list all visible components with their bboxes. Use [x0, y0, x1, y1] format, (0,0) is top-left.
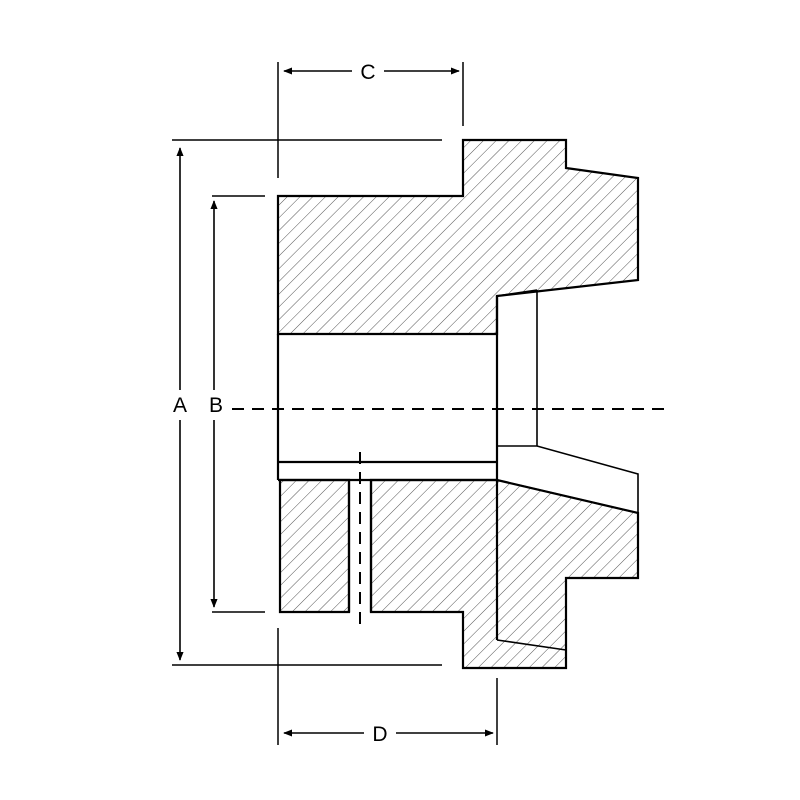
lower-hub-left-block — [278, 478, 351, 614]
dimension-c-label: C — [360, 61, 375, 84]
dimension-b-label: B — [209, 394, 223, 417]
dimension-d-label: D — [372, 723, 387, 746]
dimension-a-label: A — [173, 394, 187, 417]
bore-step-upper-cap — [496, 289, 538, 297]
lower-hub-right-section — [369, 478, 640, 670]
lower-tooth-slope — [497, 445, 639, 513]
lower-tooth-inner-line — [496, 479, 639, 514]
upper-hub-section — [276, 138, 640, 336]
lower-tooth-bottom-bevel — [496, 639, 567, 651]
